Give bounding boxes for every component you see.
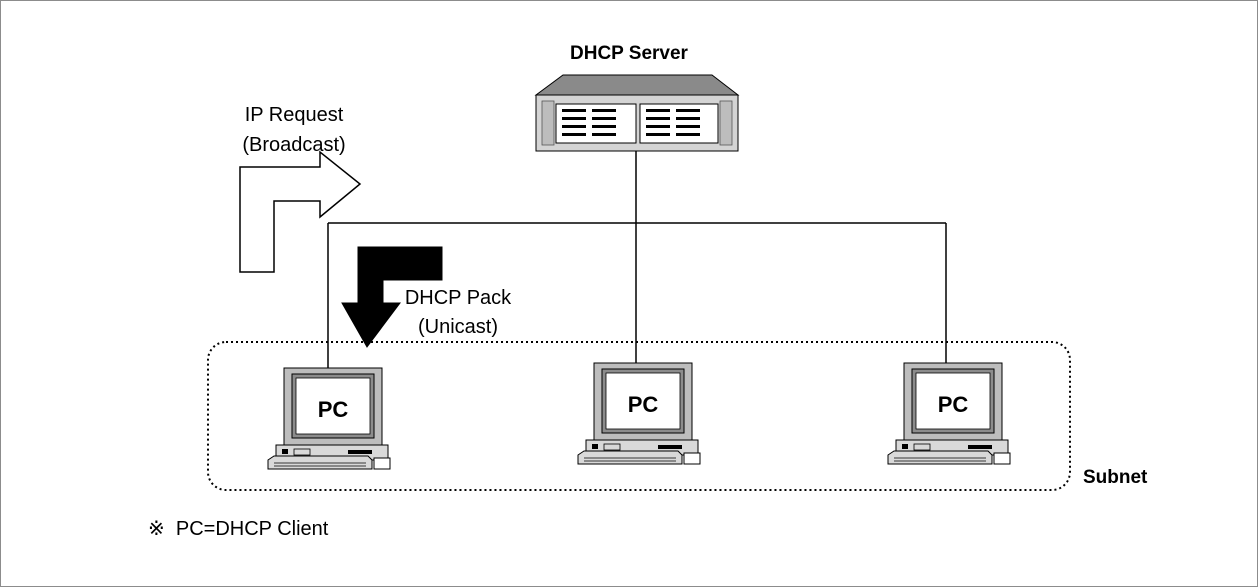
- server-label: DHCP Server: [570, 43, 688, 64]
- subnet-label: Subnet: [1083, 467, 1148, 488]
- pc-icon-1: [267, 367, 391, 470]
- subnet-boundary: [207, 341, 1071, 491]
- pc-icon-3: [887, 362, 1011, 465]
- legend-note: ※ PC=DHCP Client: [148, 518, 329, 540]
- broadcast-label-line1: IP Request: [244, 104, 344, 126]
- pc-icon-2: [577, 362, 701, 465]
- broadcast-arrow-icon: [239, 150, 362, 273]
- server-icon: [534, 74, 740, 152]
- pc-label-1: PC: [317, 397, 349, 422]
- unicast-label-line2: (Unicast): [417, 316, 498, 338]
- broadcast-label-line2: (Broadcast): [242, 134, 346, 156]
- unicast-arrow-icon: [341, 246, 443, 348]
- pc-label-3: PC: [937, 392, 969, 417]
- unicast-label-line1: DHCP Pack: [404, 287, 512, 309]
- pc-label-2: PC: [627, 392, 659, 417]
